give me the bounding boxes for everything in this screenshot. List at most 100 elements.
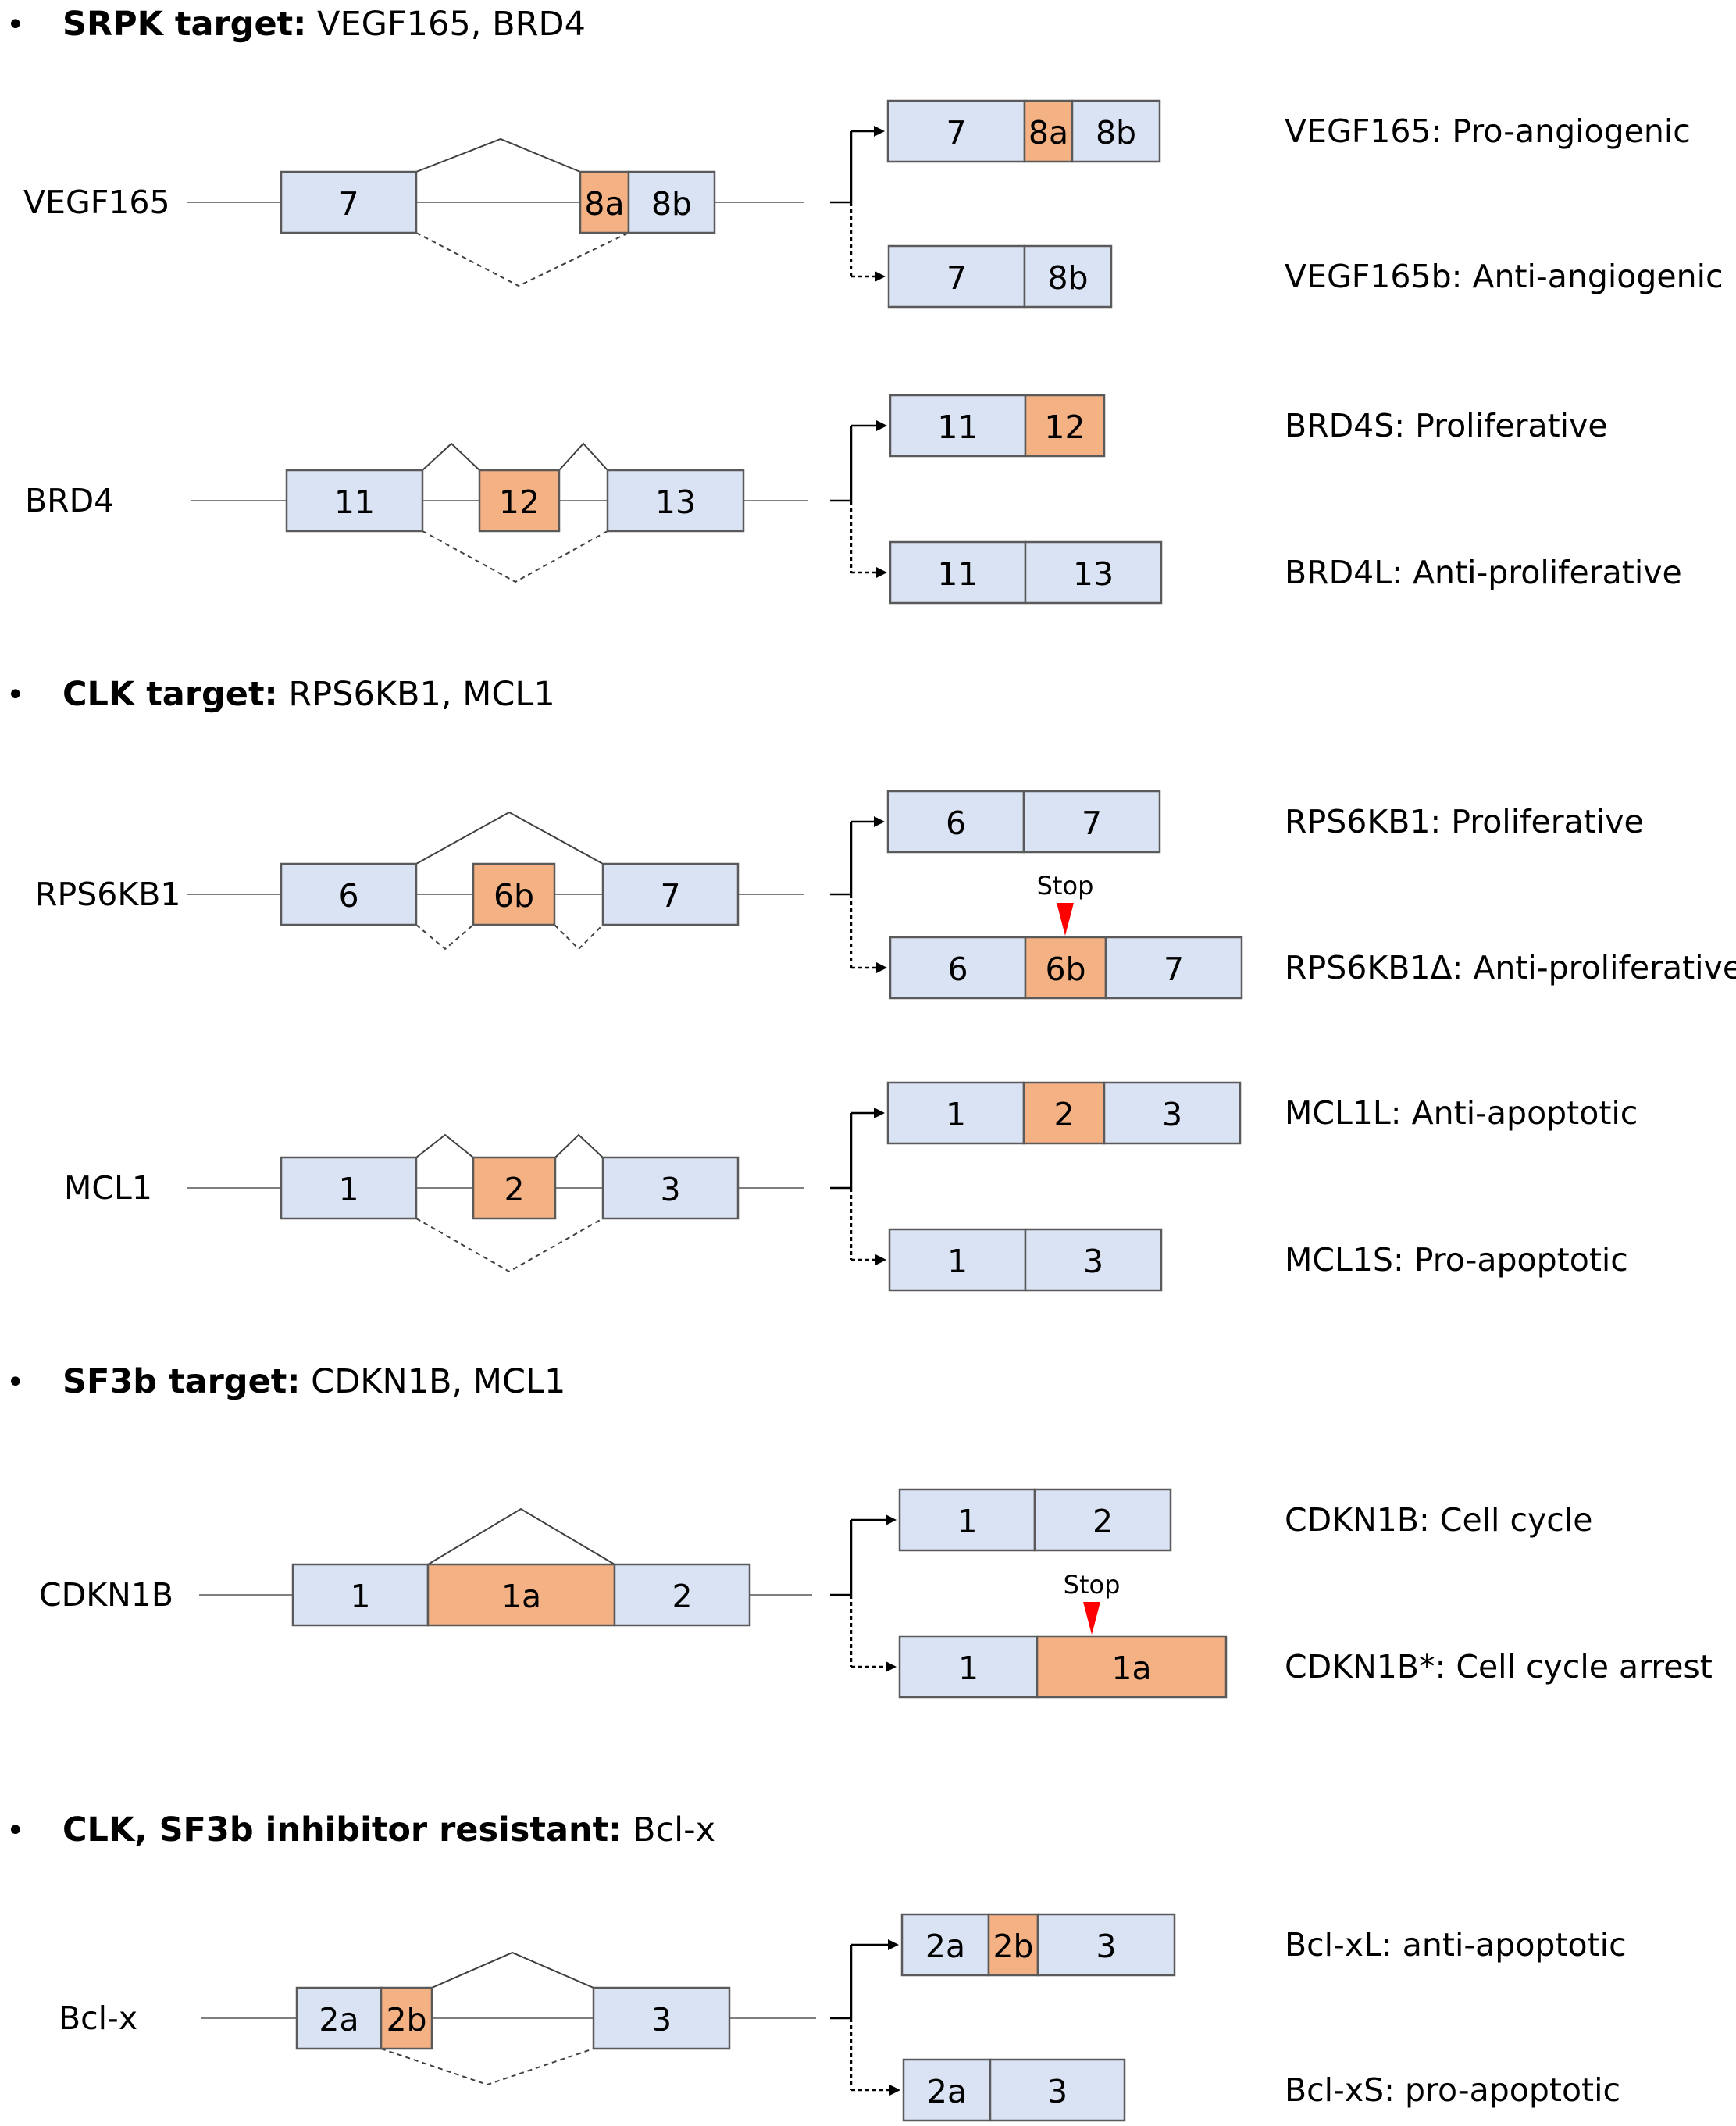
isoform-outcome-label: CDKN1B*: Cell cycle arrest [1285, 1648, 1713, 1685]
constitutive-exon-box [601, 1156, 740, 1220]
exon-number: 1a [501, 1578, 541, 1615]
exon: 6b [472, 862, 556, 926]
exon-number: 2a [927, 2073, 967, 2110]
exon-number: 2 [1093, 1503, 1113, 1540]
constitutive-exon-box [989, 2058, 1126, 2122]
section-heading-bold: SRPK target: [62, 5, 306, 44]
exon-number: 3 [1096, 1928, 1116, 1965]
section-3: • SF3b target: CDKN1B, MCL1 [6, 1362, 565, 1401]
alternative-exon-box [1036, 1635, 1228, 1699]
isoform-outcome-label: VEGF165: Pro-angiogenic [1285, 112, 1691, 150]
constitutive-exon-box [902, 2058, 992, 2122]
isoform-outcome-label: Bcl-xS: pro-apoptotic [1285, 2071, 1620, 2109]
splice-junction-include [427, 1507, 615, 1565]
exon: 8b [627, 170, 716, 234]
exon-number: 1 [338, 1171, 358, 1208]
constitutive-exon-box [886, 790, 1025, 854]
exon: 2 [1022, 1081, 1106, 1145]
isoform-arrowhead [876, 420, 887, 431]
section-heading-bold: CLK target: [62, 675, 278, 714]
splice-junction-include [554, 1133, 604, 1158]
exon: 2 [1033, 1488, 1172, 1552]
constitutive-exon-box [900, 1913, 990, 1977]
constitutive-exon-box [1036, 1913, 1176, 1977]
exon-number: 7 [946, 259, 967, 297]
exon-number: 7 [946, 114, 966, 152]
section-heading-rest: RPS6KB1, MCL1 [278, 675, 555, 714]
exon: 2a [900, 1913, 990, 1977]
exon: 12 [1024, 394, 1106, 458]
alternative-exon-box [1024, 394, 1106, 458]
exon-number: 12 [499, 483, 540, 521]
isoform-arrowhead [888, 1939, 899, 1950]
constitutive-exon-box [291, 1563, 430, 1627]
constitutive-exon-box [592, 1986, 731, 2050]
isoform: 7 8a 8b VEGF165: Pro-angiogenic [851, 99, 1691, 163]
constitutive-exon-box [280, 1156, 418, 1220]
constitutive-exon-box [1104, 936, 1243, 1000]
stop-label: Stop [1064, 1570, 1121, 1600]
section-heading: CLK target: RPS6KB1, MCL1 [62, 675, 555, 714]
splice-junction-include [415, 1133, 474, 1158]
exon: 1 [291, 1563, 430, 1627]
section-heading: SRPK target: VEGF165, BRD4 [62, 5, 586, 44]
isoform-outcome-label: RPS6KB1: Proliferative [1285, 803, 1644, 840]
exon-number: 8a [1028, 114, 1068, 152]
splice-junction-skip [554, 924, 604, 951]
gene-name: Bcl-x [59, 1999, 137, 2037]
constitutive-exon-box [1033, 1488, 1172, 1552]
exon: 11 [285, 469, 424, 533]
exon-number: 2 [672, 1578, 692, 1615]
bullet: • [6, 1364, 25, 1400]
exon-number: 11 [334, 483, 375, 521]
isoform-arrowhead [875, 1254, 886, 1265]
exon-number: 1a [1111, 1650, 1151, 1687]
bullet: • [6, 7, 25, 43]
exon: 8a [579, 170, 630, 234]
gene-name: CDKN1B [39, 1576, 173, 1614]
splice-junction-include [422, 442, 480, 471]
exon: 8b [1023, 244, 1113, 309]
exon: 3 [1024, 1228, 1163, 1292]
bullet: • [6, 1813, 25, 1849]
splice-junction-include [415, 137, 581, 173]
splice-junction-skip [380, 2048, 594, 2086]
isoform-arrowhead [875, 271, 886, 282]
exon: 2b [380, 1986, 433, 2050]
section-4: • CLK, SF3b inhibitor resistant: Bcl-x [6, 1810, 715, 1850]
splice-junction-include [415, 811, 604, 865]
section-2: •CLK target: RPS6KB1, MCL1 [6, 675, 555, 714]
isoform-arrowhead [874, 816, 885, 827]
exon: 13 [1024, 540, 1163, 605]
isoform-arrowhead [874, 126, 885, 137]
section-heading: CLK, SF3b inhibitor resistant: Bcl-x [62, 1810, 715, 1850]
constitutive-exon-box [889, 540, 1027, 605]
exon-number: 13 [1073, 555, 1114, 593]
section-heading-bold: CLK, SF3b inhibitor resistant: [62, 1810, 622, 1850]
splice-junction-skip [415, 924, 474, 951]
constitutive-exon-box [1023, 244, 1113, 309]
stop-codon-marker [1083, 1602, 1100, 1635]
exon-number: 7 [1164, 951, 1184, 988]
section-heading: SF3b target: CDKN1B, MCL1 [62, 1362, 565, 1401]
splice-junction-skip [422, 530, 608, 583]
isoform-outcome-label: BRD4L: Anti-proliferative [1285, 554, 1682, 591]
exon-number: 7 [338, 185, 358, 223]
exon-number: 3 [1083, 1243, 1103, 1280]
isoform-outcome-label: BRD4S: Proliferative [1285, 407, 1608, 444]
splice-junction-skip [415, 1218, 604, 1273]
exon-number: 8b [1096, 114, 1136, 152]
alternative-exon-box [1022, 1081, 1106, 1145]
isoform-outcome-label: Bcl-xL: anti-apoptotic [1285, 1926, 1627, 1964]
constitutive-exon-box [285, 469, 424, 533]
